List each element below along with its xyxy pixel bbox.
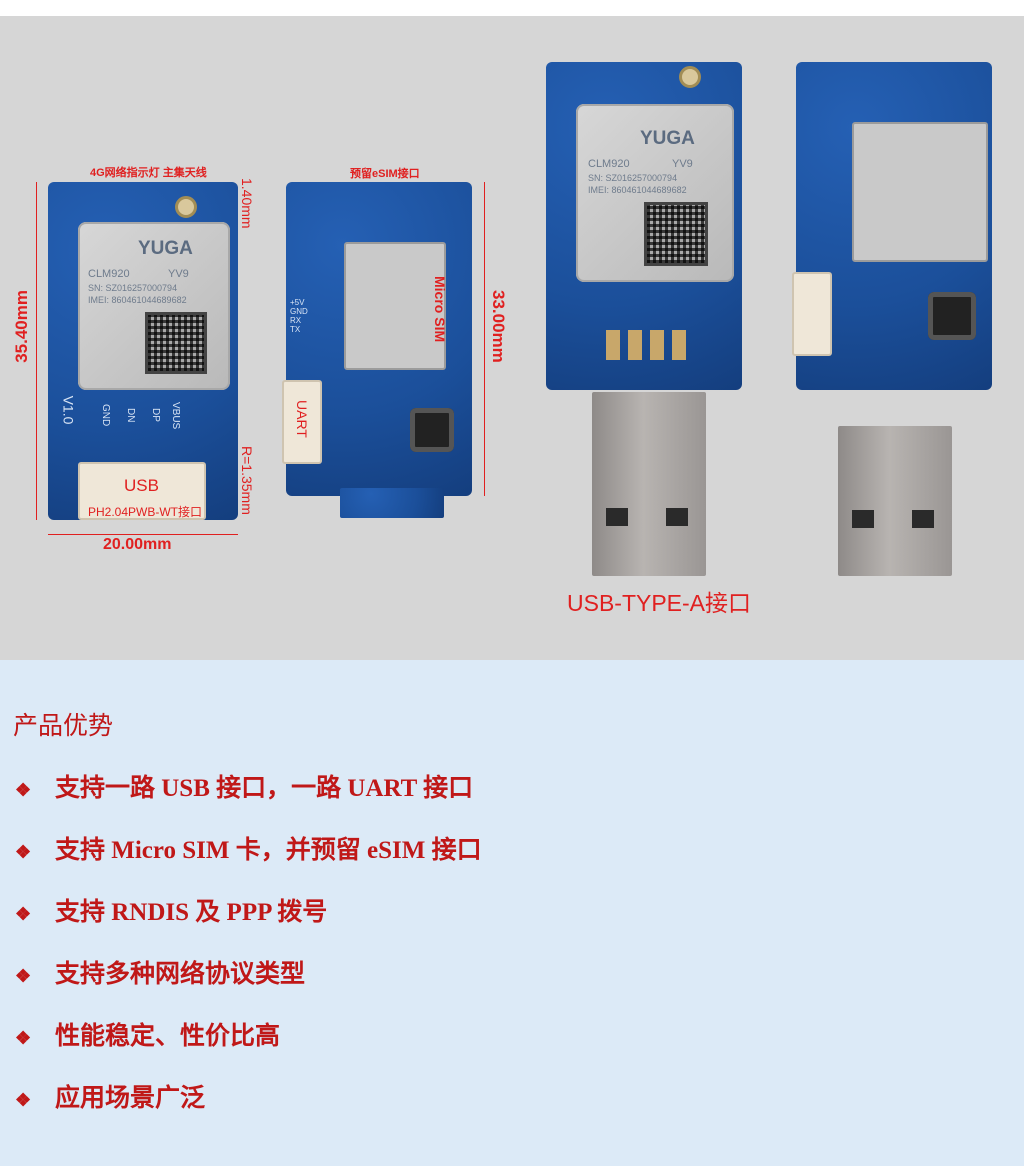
feature-item: ❖ 支持 Micro SIM 卡，并预留 eSIM 接口	[15, 830, 482, 866]
label-height-2: 33.00mm	[489, 290, 508, 363]
module-imei: IMEI: 860461044689682	[88, 295, 187, 305]
usb-contact-hole-left	[606, 508, 628, 526]
dongle-module-imei: IMEI: 860461044689682	[588, 185, 687, 195]
board-version: V1.0	[60, 395, 77, 425]
dongle-power-inductor	[928, 292, 976, 340]
label-width: 20.00mm	[103, 536, 172, 553]
module-sn: SN: SZ016257000794	[88, 283, 178, 293]
module-model: CLM920	[88, 268, 130, 280]
bullet-icon: ❖	[15, 842, 32, 862]
feature-text: 性能稳定、性价比高	[55, 1023, 281, 1050]
dongle-uart-connector	[792, 272, 832, 356]
features-panel	[0, 660, 1024, 1169]
feature-item: ❖ 应用场景广泛	[15, 1078, 205, 1114]
power-inductor	[410, 408, 454, 452]
feature-item: ❖ 支持 RNDIS 及 PPP 拨号	[15, 892, 327, 928]
features-title: 产品优势	[13, 713, 114, 740]
bullet-icon: ❖	[15, 1028, 32, 1048]
feature-text: 支持 Micro SIM 卡，并预留 eSIM 接口	[55, 837, 482, 864]
usb-pad-1	[606, 330, 620, 360]
dongle-qr-code	[644, 202, 708, 266]
top-margin	[0, 0, 1024, 16]
label-esim-reserved: 预留eSIM接口	[350, 168, 420, 180]
dongle-module-brand: YUGA	[640, 128, 695, 149]
pin-dn: DN	[125, 408, 136, 423]
usb-type-a-plug	[592, 392, 706, 576]
usb-pad-2	[628, 330, 642, 360]
dim-line-height-1	[36, 182, 37, 520]
module-brand: YUGA	[138, 238, 193, 259]
bullet-icon: ❖	[15, 966, 32, 986]
uart-pin-5v: +5V	[290, 298, 305, 307]
usb-back-hole-left	[852, 510, 874, 528]
uart-pin-rx: RX	[290, 316, 302, 325]
feature-text: 支持 RNDIS 及 PPP 拨号	[55, 899, 328, 926]
dongle-sim-slot	[852, 122, 988, 262]
pin-vbus: VBUS	[170, 402, 181, 430]
uart-connector	[282, 380, 322, 464]
dongle-module-model: CLM920	[588, 158, 630, 170]
board-back-tab	[340, 488, 444, 518]
dongle-module-variant: YV9	[672, 158, 693, 170]
label-ph-connector: PH2.04PWB-WT接口	[88, 505, 203, 519]
label-offset-top: 1.40mm	[239, 178, 255, 229]
bottom-margin	[0, 1166, 1024, 1169]
feature-text: 支持多种网络协议类型	[55, 961, 306, 988]
dongle-antenna-connector	[679, 66, 701, 88]
usb-back-hole-right	[912, 510, 934, 528]
feature-text: 支持一路 USB 接口，一路 UART 接口	[55, 775, 474, 802]
pin-gnd: GND	[100, 404, 111, 427]
label-usb-type-a: USB-TYPE-A接口	[567, 590, 752, 616]
label-radius: R=1.35mm	[239, 446, 255, 515]
bullet-icon: ❖	[15, 1090, 32, 1110]
ph-usb-connector	[78, 462, 206, 520]
antenna-connector	[175, 196, 197, 218]
label-uart: UART	[294, 400, 310, 438]
usb-type-a-plug-back	[838, 426, 952, 576]
bullet-icon: ❖	[15, 780, 32, 800]
feature-item: ❖ 性能稳定、性价比高	[15, 1016, 280, 1052]
label-indicator-antenna: 4G网络指示灯 主集天线	[90, 167, 207, 179]
dim-line-height-2	[484, 182, 485, 496]
label-micro-sim: Micro SIM	[432, 276, 448, 343]
qr-code	[145, 312, 207, 374]
label-height-1: 35.40mm	[12, 290, 31, 363]
micro-sim-slot	[344, 242, 446, 370]
dim-line-width	[48, 534, 238, 535]
usb-contact-hole-right	[666, 508, 688, 526]
label-usb: USB	[124, 476, 159, 495]
module-variant: YV9	[168, 268, 189, 280]
pin-dp: DP	[150, 408, 161, 422]
uart-pin-tx: TX	[290, 325, 301, 334]
bullet-icon: ❖	[15, 904, 32, 924]
feature-text: 应用场景广泛	[55, 1085, 206, 1112]
dongle-module-sn: SN: SZ016257000794	[588, 173, 678, 183]
uart-pin-labels: +5V GND RX TX	[290, 298, 308, 334]
feature-item: ❖ 支持多种网络协议类型	[15, 954, 305, 990]
usb-pad-4	[672, 330, 686, 360]
uart-pin-gnd: GND	[290, 307, 308, 316]
feature-item: ❖ 支持一路 USB 接口，一路 UART 接口	[15, 768, 473, 804]
usb-pad-3	[650, 330, 664, 360]
